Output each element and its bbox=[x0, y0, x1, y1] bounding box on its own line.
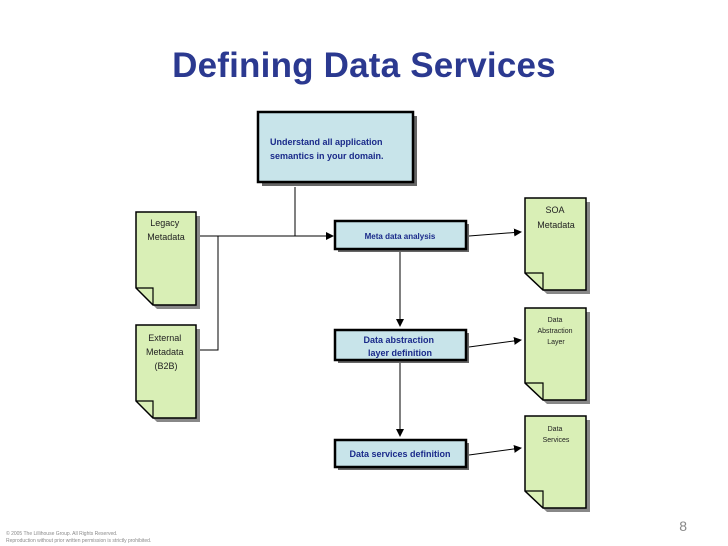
svg-text:SOA Metadata: SOA Metadata bbox=[537, 205, 575, 230]
data-services-definition-box: Data services definition bbox=[333, 438, 469, 470]
arrow-abstraction-to-doc bbox=[468, 336, 522, 348]
data-abstraction-line-1: Data abstraction bbox=[363, 335, 434, 345]
external-line-2: Metadata bbox=[146, 347, 184, 357]
svg-text:External Metadata: External Metadata (B2B) bbox=[146, 333, 186, 371]
understand-line-2: semantics in your domain. bbox=[270, 151, 384, 161]
svg-text:Data abstraction layer d: Data abstraction layer definition bbox=[363, 335, 436, 358]
legacy-line-1: Legacy bbox=[150, 218, 180, 228]
legacy-metadata-doc: Legacy Metadata bbox=[135, 211, 200, 309]
data-services-definition-label: Data services definition bbox=[349, 449, 450, 459]
svg-text:Understand all application: Understand all application semantics in … bbox=[270, 137, 385, 161]
connectors bbox=[200, 187, 522, 456]
soa-line-2: Metadata bbox=[537, 220, 575, 230]
svg-text:Legacy Metadata: Legacy Metadata bbox=[147, 218, 185, 242]
dal-line-2: Abstraction bbox=[538, 328, 573, 335]
svg-text:Data Services: Data Services bbox=[543, 426, 570, 444]
ds-line-2: Services bbox=[543, 437, 570, 444]
page-number: 8 bbox=[679, 518, 687, 534]
data-abstraction-line-2: layer definition bbox=[368, 348, 432, 358]
data-abstraction-layer-doc: Data Abstraction Layer bbox=[524, 307, 590, 404]
dal-line-3: Layer bbox=[547, 339, 565, 346]
meta-data-analysis-box: Meta data analysis bbox=[333, 219, 469, 252]
arrow-understand-to-meta bbox=[294, 187, 334, 240]
external-metadata-doc: External Metadata (B2B) bbox=[135, 324, 200, 422]
dal-line-1: Data bbox=[548, 317, 563, 324]
understand-box: Understand all application semantics in … bbox=[256, 110, 417, 186]
data-services-doc: Data Services bbox=[524, 415, 590, 512]
arrow-meta-to-soa bbox=[468, 228, 522, 237]
ds-line-1: Data bbox=[548, 426, 563, 433]
arrow-services-to-doc bbox=[468, 444, 522, 456]
footer-copyright: © 2005 The Lillihouse Group. All Rights … bbox=[6, 531, 118, 537]
soa-line-1: SOA bbox=[545, 205, 564, 215]
data-abstraction-box: Data abstraction layer definition bbox=[333, 328, 469, 363]
slide-title: Defining Data Services bbox=[172, 46, 556, 85]
meta-data-analysis-label: Meta data analysis bbox=[365, 232, 436, 241]
line-external-to-meta bbox=[200, 236, 219, 351]
understand-line-1: Understand all application bbox=[270, 137, 383, 147]
external-line-3: (B2B) bbox=[154, 361, 177, 371]
external-line-1: External bbox=[148, 333, 181, 343]
svg-text:Data Abstraction L: Data Abstraction Layer bbox=[538, 317, 575, 346]
soa-metadata-doc: SOA Metadata bbox=[524, 197, 590, 294]
footer-notice: Reproduction without prior written permi… bbox=[6, 538, 152, 544]
legacy-line-2: Metadata bbox=[147, 232, 185, 242]
